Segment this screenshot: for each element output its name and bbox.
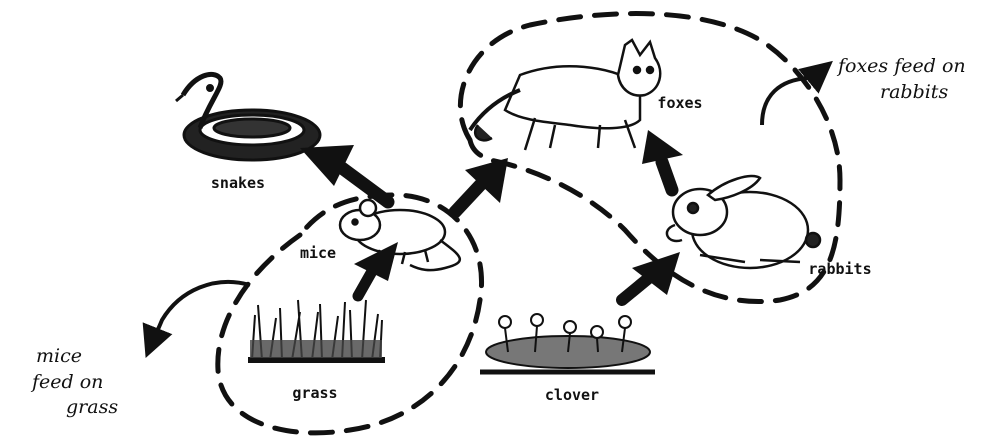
label-clover: clover <box>545 386 599 404</box>
snake-drawing <box>176 74 320 160</box>
annotation-arrow-foxes <box>762 65 828 125</box>
arrow-mice-to-snakes <box>300 145 388 202</box>
arrow-rabbits-to-foxes <box>642 130 683 190</box>
label-mice: mice <box>300 244 336 262</box>
annotation-foxes-line1: foxes feed on <box>836 55 966 77</box>
rabbit-drawing <box>667 176 820 268</box>
label-snakes: snakes <box>211 174 265 192</box>
fox-drawing <box>470 40 660 150</box>
annotation-mice-line1: mice <box>36 345 82 367</box>
annotation-mice-line3: grass <box>66 396 118 418</box>
grass-drawing <box>248 300 385 360</box>
annotation-arrow-mice <box>148 282 250 352</box>
label-grass: grass <box>292 384 337 402</box>
label-foxes: foxes <box>657 94 702 112</box>
clover-drawing <box>480 314 655 372</box>
arrow-mice-to-foxes <box>455 158 508 212</box>
annotation-mice-line2: feed on <box>30 371 103 393</box>
annotation-foxes-line2: rabbits <box>880 81 948 103</box>
label-rabbits: rabbits <box>808 260 871 278</box>
